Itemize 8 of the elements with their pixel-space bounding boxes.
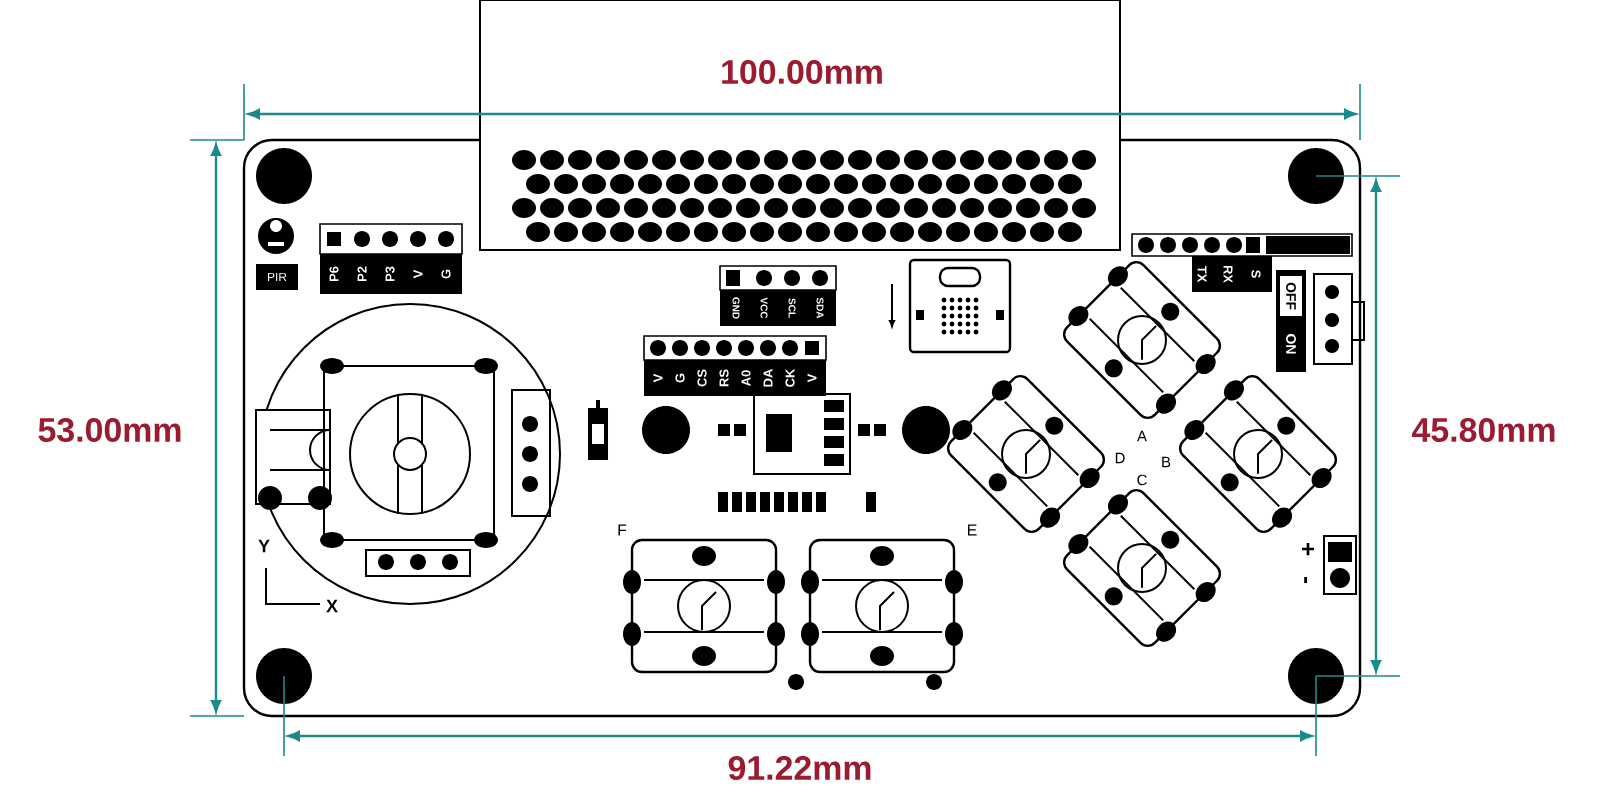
polarity-sign: - xyxy=(1304,577,1308,584)
dimension-label: 45.80mm xyxy=(1412,418,1555,442)
axis-label: Y xyxy=(258,539,270,553)
polarity-sign: + xyxy=(1302,543,1315,556)
dimension-label: 100.00mm xyxy=(722,60,882,84)
dimension-label: 53.00mm xyxy=(38,418,181,442)
dimension-label: 91.22mm xyxy=(728,756,871,780)
axis-label: X xyxy=(326,599,338,613)
